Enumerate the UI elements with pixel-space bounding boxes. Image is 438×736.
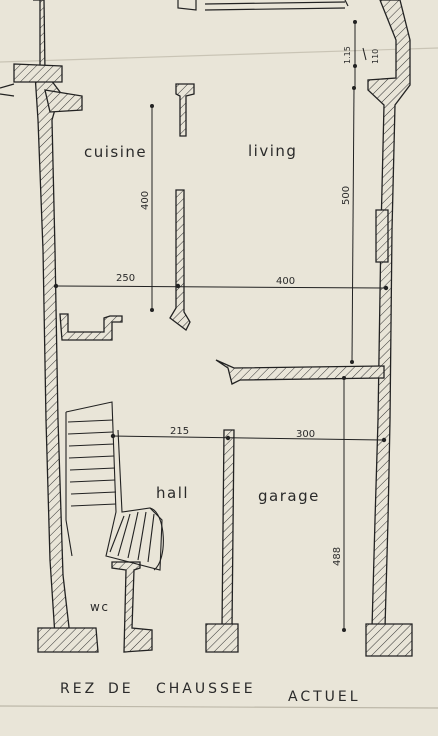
dimension-lines	[55, 20, 387, 630]
plan-title-word-3: CHAUSSEE	[156, 681, 256, 697]
paper-fold-line	[0, 47, 438, 63]
dim-line-top-small-2	[362, 47, 367, 61]
dimension-ticks	[53, 20, 389, 632]
dim-label-living-width: 400	[276, 276, 295, 287]
bottom-right-footing	[365, 623, 413, 657]
dim-line-living-height	[351, 87, 355, 363]
dim-label-kitchen-height: 400	[140, 191, 151, 210]
stair-lower-left	[65, 412, 73, 557]
dim-line-hall-garage-width	[111, 435, 385, 441]
plan-title-word-2: DE	[108, 681, 134, 697]
stair-landing-curve	[149, 507, 164, 571]
wc-partition-wall	[111, 561, 153, 653]
dim-label-hall-width: 215	[170, 426, 189, 437]
left-upper-wall-return	[44, 89, 83, 113]
dim-line-kitchen-living-width	[55, 285, 387, 289]
bottom-middle-footing	[205, 623, 239, 653]
hall-garage-partition	[221, 429, 235, 629]
bottom-left-footing	[37, 627, 99, 653]
plan-title-word-4: ACTUEL	[288, 689, 361, 705]
room-label-wc: wc	[90, 600, 109, 614]
stair-treads	[67, 419, 155, 563]
dim-label-top-small-1: 1.15	[343, 46, 352, 64]
plan-title-word-1: REZ	[60, 681, 97, 697]
dim-label-garage-height: 488	[332, 547, 343, 566]
kitchen-living-partition-top	[175, 83, 195, 137]
stair-outline	[65, 401, 163, 571]
right-exterior-wall	[367, 0, 411, 629]
right-chimney-bump	[375, 209, 389, 263]
room-label-garage: garage	[258, 487, 320, 505]
dim-label-living-height: 500	[341, 186, 352, 205]
walls	[13, 0, 413, 657]
staircase	[65, 401, 164, 571]
dim-label-garage-width: 300	[296, 429, 315, 440]
room-label-living: living	[248, 142, 297, 160]
top-left-wall-stub	[13, 63, 63, 83]
room-label-hall: hall	[156, 484, 189, 502]
top-edge-details	[0, 0, 349, 97]
dim-label-top-small-2: 110	[371, 49, 380, 64]
room-label-kitchen: cuisine	[84, 143, 147, 161]
kitchen-living-partition-middle	[169, 189, 191, 331]
dim-label-kitchen-width: 250	[116, 273, 135, 284]
paper-fold-line	[0, 705, 438, 709]
left-middle-wall-stub	[59, 313, 123, 341]
